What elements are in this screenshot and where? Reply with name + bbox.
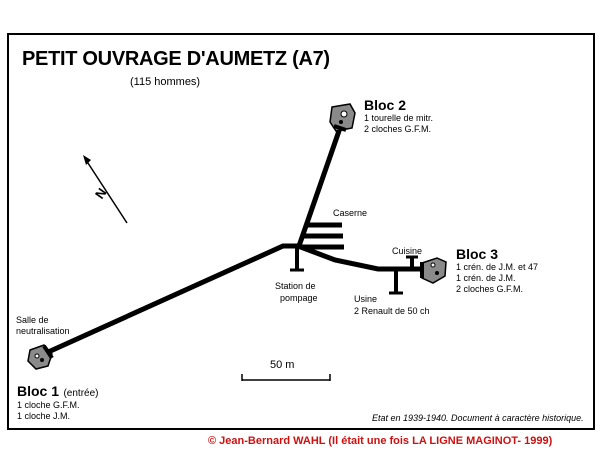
scale-label: 50 m [270,359,295,371]
north-arrow [83,155,128,224]
gallery-bloc3 [297,243,422,272]
page-title: PETIT OUVRAGE D'AUMETZ (A7) [22,48,330,70]
bloc1-detail-1: 1 cloche G.F.M. [17,400,80,410]
bloc2-title: Bloc 2 [364,97,407,113]
bloc1-title: Bloc 1 [17,383,60,399]
bloc1-heading: Bloc 1 (entrée) [17,383,98,401]
station-label-line2: pompage [280,293,318,303]
bloc3-title: Bloc 3 [456,246,499,262]
bloc1-detail-2: 1 cloche J.M. [17,411,71,421]
caserne-label: Caserne [333,208,368,218]
bloc3-detail-2: 1 crén. de J.M. [456,273,516,283]
station-label-line1: Station de [275,281,316,291]
copyright-credit: © Jean-Bernard WAHL (Il était une fois L… [208,435,553,447]
usine-label: Usine [354,294,378,304]
bloc3-block [420,257,447,284]
scale-bar [241,374,331,381]
usine-detail: 2 Renault de 50 ch [354,306,430,316]
garrison-subtitle: (115 hommes) [130,76,201,88]
bloc1-block [27,344,54,370]
salle-label-line2: neutralisation [16,326,70,336]
bloc2-block [329,103,356,132]
cuisine-label: Cuisine [392,246,423,256]
bloc3-detail-3: 2 cloches G.F.M. [456,284,524,294]
historical-note: Etat en 1939-1940. Document à caractère … [372,413,584,423]
salle-label-line1: Salle de [16,315,49,325]
bloc2-detail-2: 2 cloches G.F.M. [364,124,432,134]
gallery-bloc2 [296,127,343,247]
bloc3-detail-1: 1 crén. de J.M. et 47 [456,262,539,272]
map-frame [7,33,595,430]
gallery-bloc1 [44,243,298,356]
bloc2-detail-1: 1 tourelle de mitr. [364,113,434,123]
bloc1-suffix: (entrée) [63,388,99,399]
